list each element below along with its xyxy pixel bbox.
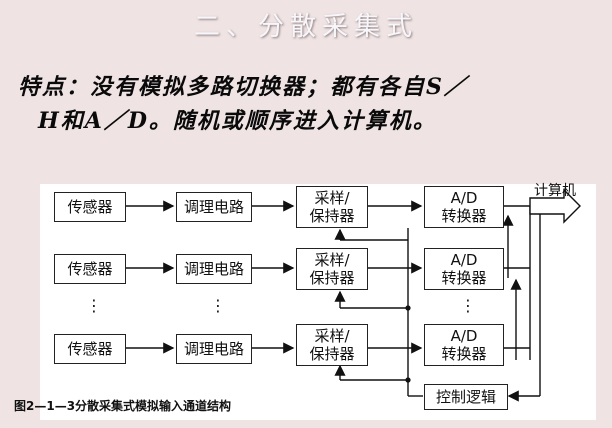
ellipsis-sensor: ⋮ (86, 296, 102, 315)
control-logic-box: 控制逻辑 (424, 384, 508, 410)
output-arrow (529, 188, 581, 224)
ellipsis-conditioning: ⋮ (210, 296, 226, 315)
feature-line-1: 特点：没有模拟多路切换器；都有各自S／ (18, 74, 468, 100)
sensor-box-3: 传感器 (54, 334, 126, 364)
feature-text: 特点：没有模拟多路切换器；都有各自S／ H和A／D。随机或顺序进入计算机。 (18, 70, 598, 138)
figure-caption: 图2—1—3分散采集式模拟输入通道结构 (14, 399, 232, 413)
conditioning-box-2: 调理电路 (176, 254, 252, 284)
conditioning-box-3: 调理电路 (176, 334, 252, 364)
diagram-connections (126, 188, 581, 402)
sample-hold-box-3: 采样/保持器 (296, 324, 368, 366)
conditioning-box-1: 调理电路 (176, 192, 252, 222)
junction-1 (405, 305, 411, 311)
sample-hold-box-2: 采样/保持器 (296, 248, 368, 290)
feature-line-2: H和A／D。随机或顺序进入计算机。 (38, 108, 437, 134)
sample-hold-box-1: 采样/保持器 (296, 186, 368, 228)
ellipsis-adc: ⋮ (460, 296, 476, 315)
sensor-box-1: 传感器 (54, 192, 126, 222)
junction-2 (405, 377, 411, 383)
sensor-box-2: 传感器 (54, 254, 126, 284)
page-title: 二、分散采集式 (193, 12, 418, 42)
computer-label: 计算机 (534, 183, 576, 199)
